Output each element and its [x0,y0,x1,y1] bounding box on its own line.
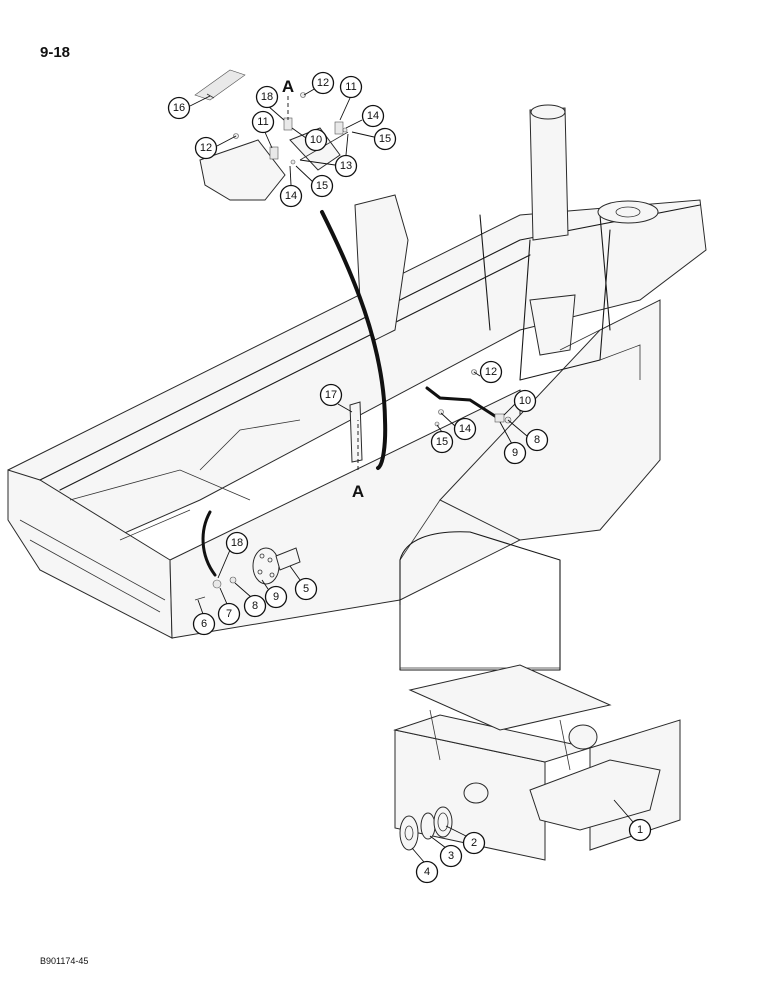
callout-15-right: 15 [373,127,397,151]
svg-text:A: A [352,482,364,501]
harness-connectors [349,369,512,463]
callout-14-mid: 14 [453,417,477,441]
harness-cable [201,210,500,577]
callout-8-lower: 8 [243,594,267,618]
callout-12-mid: 12 [479,360,503,384]
callout-11-right: 11 [339,75,363,99]
view-marker-bottom: A [352,420,364,501]
page-number: 9-18 [40,44,71,61]
callout-10-top: 10 [304,128,328,152]
svg-text:17: 17 [325,389,337,401]
callout-8-mid: 8 [525,428,549,452]
svg-text:8: 8 [252,600,258,612]
svg-text:6: 6 [201,618,207,630]
svg-text:5: 5 [303,583,309,595]
sensor-assembly [194,547,301,601]
svg-text:2: 2 [471,837,477,849]
svg-text:9: 9 [273,591,279,603]
svg-text:4: 4 [424,866,430,878]
svg-text:14: 14 [367,110,379,122]
svg-text:8: 8 [534,434,540,446]
svg-text:11: 11 [345,81,356,93]
svg-text:14: 14 [285,190,297,202]
callout-5: 5 [294,577,318,601]
callout-4: 4 [415,860,439,884]
svg-text:12: 12 [317,77,329,89]
document-code: B901174-45 [40,956,89,966]
svg-text:16: 16 [173,102,185,114]
tractor-frame [7,104,707,671]
callout-14-bottom: 14 [279,184,303,208]
callout-15-mid: 15 [430,430,454,454]
svg-text:18: 18 [231,537,243,549]
callout-10-mid: 10 [513,389,537,413]
svg-text:15: 15 [379,133,391,145]
callout-18-lower: 18 [225,531,249,555]
svg-text:15: 15 [436,436,448,448]
callout-15-bottom: 15 [310,174,334,198]
svg-text:10: 10 [519,395,531,407]
svg-text:13: 13 [340,160,352,172]
svg-text:15: 15 [316,180,328,192]
callout-17: 17 [319,383,343,407]
callout-9-mid: 9 [503,441,527,465]
callout-1: 1 [628,818,652,842]
callout-11-left: 11 [251,110,275,134]
svg-text:11: 11 [257,116,268,128]
view-marker-top: A [282,77,294,120]
callout-6: 6 [192,612,216,636]
svg-text:14: 14 [459,423,471,435]
svg-text:3: 3 [448,850,454,862]
svg-text:A: A [282,77,294,96]
callout-16: 16 [167,96,191,120]
callouts: 16 18 12 11 12 11 10 14 15 13 15 14 17 1… [167,71,652,884]
svg-text:7: 7 [226,608,232,620]
callout-12-left: 12 [194,136,218,160]
svg-text:12: 12 [485,366,497,378]
svg-text:1: 1 [637,824,643,836]
callout-12-top: 12 [311,71,335,95]
callout-9-lower: 9 [264,585,288,609]
svg-text:12: 12 [200,142,212,154]
callout-18-top: 18 [255,85,279,109]
callout-2: 2 [462,831,486,855]
callout-14-right: 14 [361,104,385,128]
svg-text:18: 18 [261,91,273,103]
svg-text:9: 9 [512,447,518,459]
callout-7: 7 [217,602,241,626]
callout-3: 3 [439,844,463,868]
bushing-stack [399,806,453,851]
callout-13: 13 [334,154,358,178]
svg-text:10: 10 [310,134,322,146]
